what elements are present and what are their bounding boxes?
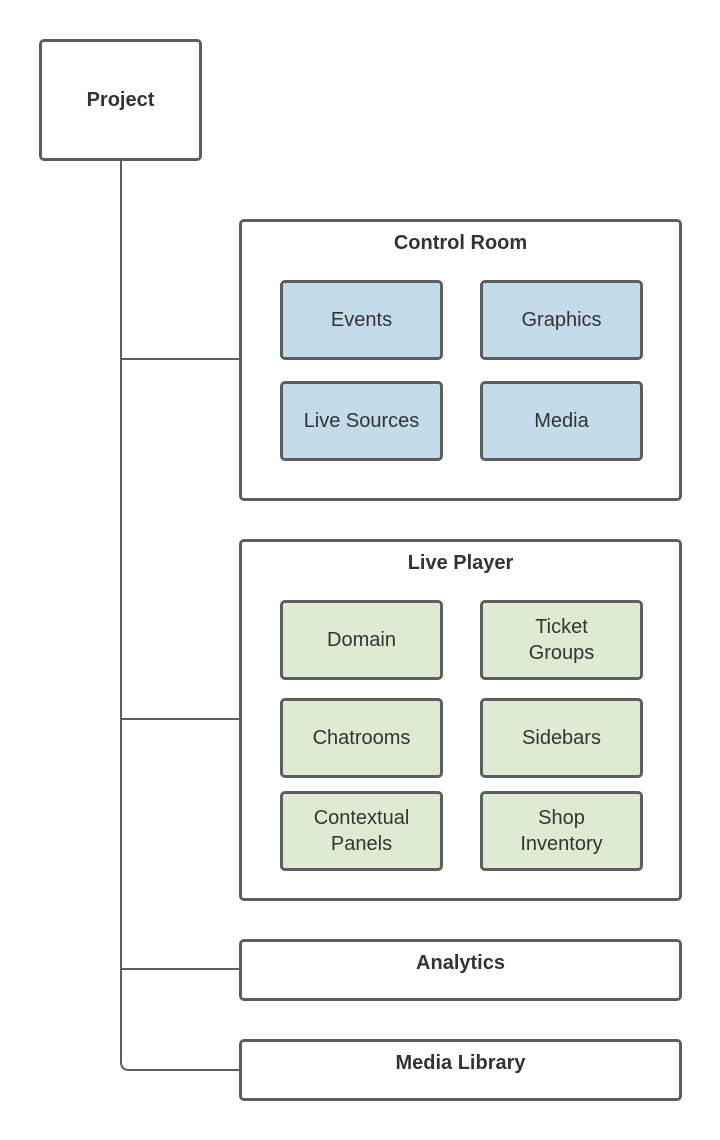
graphics-label: Graphics — [521, 309, 602, 331]
live-sources-label: Live Sources — [303, 410, 420, 432]
contextual-panels-label: Contextual Panels — [313, 807, 410, 855]
control-room-title: Control Room — [393, 232, 528, 254]
events-label: Events — [330, 309, 393, 331]
live-sources-node[interactable]: Live Sources — [280, 381, 443, 461]
shop-inventory-label: Shop Inventory — [520, 807, 603, 855]
ticket-groups-node[interactable]: Ticket Groups — [480, 600, 643, 680]
events-node[interactable]: Events — [280, 280, 443, 360]
live-player-group[interactable]: Live Player Domain Ticket Groups Chatroo… — [239, 539, 682, 901]
sidebars-node[interactable]: Sidebars — [480, 698, 643, 778]
analytics-title: Analytics — [416, 952, 505, 974]
domain-label: Domain — [327, 629, 396, 651]
ticket-groups-label: Ticket Groups — [528, 616, 595, 664]
domain-node[interactable]: Domain — [280, 600, 443, 680]
analytics-node[interactable]: Analytics — [239, 939, 682, 1001]
project-label: Project — [86, 88, 155, 111]
media-node[interactable]: Media — [480, 381, 643, 461]
graphics-node[interactable]: Graphics — [480, 280, 643, 360]
media-library-node[interactable]: Media Library — [239, 1039, 682, 1101]
media-label: Media — [534, 410, 589, 432]
shop-inventory-node[interactable]: Shop Inventory — [480, 791, 643, 871]
chatrooms-node[interactable]: Chatrooms — [280, 698, 443, 778]
project-node[interactable]: Project — [39, 39, 202, 161]
contextual-panels-node[interactable]: Contextual Panels — [280, 791, 443, 871]
trunk-line — [120, 161, 240, 1071]
media-library-title: Media Library — [395, 1052, 526, 1074]
control-room-group[interactable]: Control Room Events Graphics Live Source… — [239, 219, 682, 501]
sidebars-label: Sidebars — [522, 727, 601, 749]
live-player-title: Live Player — [407, 552, 514, 574]
chatrooms-label: Chatrooms — [312, 727, 411, 749]
